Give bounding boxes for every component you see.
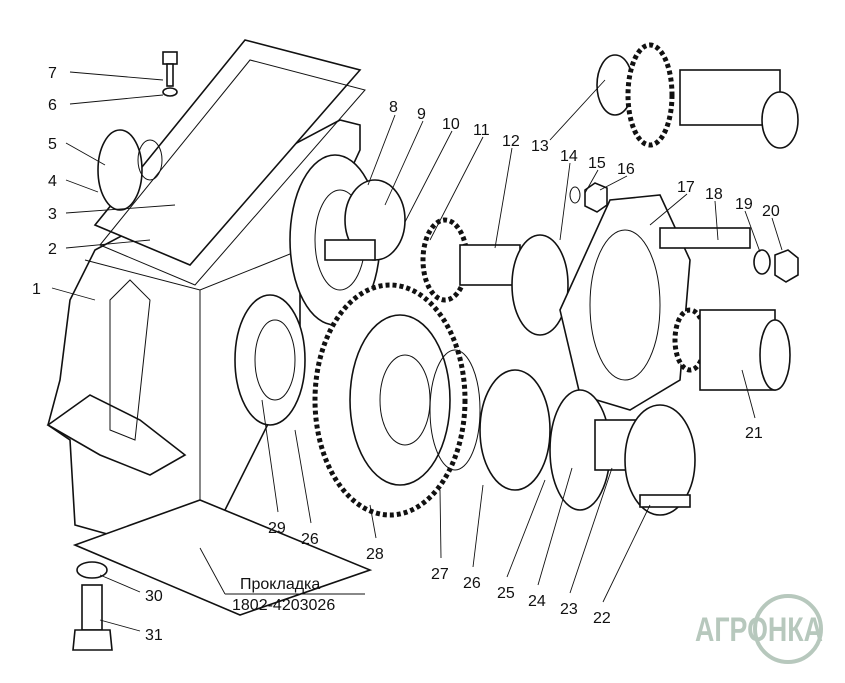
label-19: 19 <box>735 196 753 213</box>
bolt-22 <box>639 494 691 508</box>
label-29: 29 <box>268 520 286 537</box>
flange-23 <box>624 404 696 516</box>
label-18: 18 <box>705 186 723 203</box>
label-3: 3 <box>48 206 57 223</box>
gear-shaft-13 <box>596 42 799 149</box>
label-31: 31 <box>145 627 163 644</box>
washer-30 <box>76 561 108 579</box>
label-22: 22 <box>593 610 611 627</box>
label-26-left: 26 <box>301 531 319 548</box>
watermark-text: АГРОНКА <box>695 611 823 649</box>
label-1: 1 <box>32 281 41 298</box>
label-25: 25 <box>497 585 515 602</box>
bearing-26 <box>479 369 551 491</box>
label-30: 30 <box>145 588 163 605</box>
leader-lines <box>51 71 783 632</box>
shaft-pin <box>324 239 376 261</box>
bearing-cover-29 <box>234 294 306 426</box>
label-27: 27 <box>431 566 449 583</box>
label-26-right: 26 <box>463 575 481 592</box>
label-12: 12 <box>502 133 520 150</box>
label-17: 17 <box>677 179 695 196</box>
nut-20 <box>774 249 799 283</box>
output-shaft-21 <box>672 307 791 391</box>
label-16: 16 <box>617 161 635 178</box>
washer-15 <box>569 186 581 204</box>
bearing-14 <box>511 234 569 336</box>
label-14: 14 <box>560 148 578 165</box>
label-4: 4 <box>48 173 57 190</box>
washer-6 <box>162 87 178 97</box>
gasket-name: Прокладка <box>240 576 320 593</box>
label-28: 28 <box>366 546 384 563</box>
seal-5 <box>97 129 143 211</box>
label-2: 2 <box>48 241 57 258</box>
top-cover-plate <box>93 39 366 286</box>
washer-19 <box>753 249 771 275</box>
label-9: 9 <box>417 106 426 123</box>
label-6: 6 <box>48 97 57 114</box>
gasket <box>72 499 373 616</box>
gasket-part-number: 1802-4203026 <box>232 597 335 614</box>
callout-labels: 7 6 5 4 3 2 1 8 9 10 11 12 13 14 15 16 1… <box>32 65 780 644</box>
snap-ring-27 <box>429 349 481 471</box>
label-21: 21 <box>745 425 763 442</box>
label-10: 10 <box>442 116 460 133</box>
bolt-7 <box>162 51 178 65</box>
pin-18 <box>659 227 751 249</box>
label-11: 11 <box>473 122 490 139</box>
bolt-31 <box>81 584 103 631</box>
label-5: 5 <box>48 136 57 153</box>
label-20: 20 <box>762 203 780 220</box>
label-8: 8 <box>389 99 398 116</box>
label-13: 13 <box>531 138 549 155</box>
label-24: 24 <box>528 593 546 610</box>
label-23: 23 <box>560 601 578 618</box>
label-15: 15 <box>588 155 606 172</box>
label-7: 7 <box>48 65 57 82</box>
watermark-logo: АГРОНКА <box>695 594 823 664</box>
